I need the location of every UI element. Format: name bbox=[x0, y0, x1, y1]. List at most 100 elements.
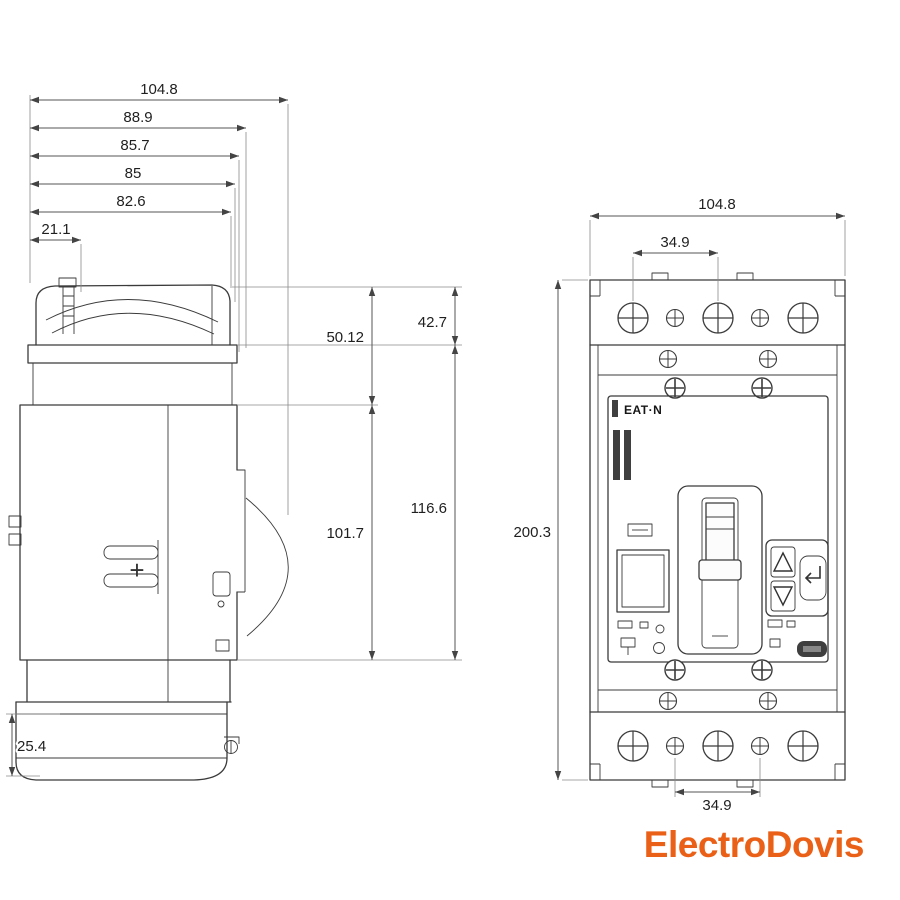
dim-side-handle-height: 42.7 bbox=[416, 287, 459, 345]
right-label-1 bbox=[767, 619, 783, 628]
terminal-screw-small bbox=[750, 308, 770, 328]
side-view: + 104.8 88.9 85.7 bbox=[6, 79, 462, 781]
dim-ext bbox=[674, 758, 761, 797]
side-reference-lines bbox=[232, 286, 462, 661]
base-screw-slot bbox=[224, 736, 240, 753]
band-lines bbox=[589, 344, 846, 713]
dim-side-base-height: 25.4 bbox=[6, 713, 60, 777]
indicator-dot-2 bbox=[653, 642, 665, 654]
dim-front-pole-pitch-top: 34.9 bbox=[632, 232, 719, 301]
indicator-dot-1 bbox=[655, 624, 665, 634]
dim-label: 34.9 bbox=[660, 234, 689, 251]
front-view: EAT·N bbox=[511, 194, 846, 816]
electrodovis-watermark: ElectroDovis bbox=[643, 824, 865, 865]
front-view-drawing: EAT·N bbox=[589, 272, 846, 788]
toggle-grip[interactable] bbox=[698, 559, 742, 581]
up-button[interactable] bbox=[770, 546, 796, 578]
dim-side-width-2: 88.9 bbox=[30, 107, 247, 348]
dim-label: 25.4 bbox=[17, 738, 46, 755]
front-outline bbox=[589, 279, 846, 781]
test-label-2 bbox=[639, 621, 649, 629]
side-latch-pin bbox=[217, 600, 225, 608]
enter-button[interactable] bbox=[799, 555, 827, 601]
micro-usb-slot bbox=[803, 646, 821, 652]
dim-label: 85.7 bbox=[120, 137, 149, 154]
dim-label: 34.9 bbox=[702, 797, 731, 814]
rating-window-inner bbox=[621, 554, 665, 608]
rating-window bbox=[616, 549, 670, 613]
cover-screw bbox=[751, 377, 773, 399]
dim-ext bbox=[29, 95, 289, 515]
brand-label: EAT·N bbox=[624, 403, 662, 417]
cover-screw bbox=[664, 377, 686, 399]
main-body-outline bbox=[19, 404, 238, 661]
right-label-3 bbox=[769, 638, 781, 648]
dim-label: 85 bbox=[125, 165, 142, 182]
terminal-screw-small bbox=[665, 308, 685, 328]
front-cover bbox=[607, 395, 829, 663]
terminal-screw-large bbox=[702, 730, 734, 762]
base-inner-lines bbox=[16, 713, 227, 759]
corner-steps bbox=[590, 280, 845, 780]
terminal-screw-large bbox=[617, 302, 649, 334]
down-arrow-icon bbox=[772, 586, 794, 607]
left-mount-tab-2 bbox=[8, 533, 22, 546]
dim-label: 88.9 bbox=[123, 109, 152, 126]
test-label-1 bbox=[617, 620, 633, 629]
dim-label: 104.8 bbox=[698, 196, 736, 213]
dim-label: 116.6 bbox=[411, 500, 447, 517]
accessory-channel bbox=[62, 287, 75, 334]
dim-side-width-4: 85 bbox=[30, 163, 236, 302]
eaton-logo-bar bbox=[612, 400, 618, 417]
terminal-plus-marker: + bbox=[129, 555, 144, 585]
fixing-screw bbox=[758, 691, 778, 711]
dim-ext bbox=[562, 279, 588, 781]
dim-side-body-height: 116.6 bbox=[409, 345, 459, 660]
upper-band-steps bbox=[32, 286, 233, 405]
top-tab-1 bbox=[651, 272, 669, 281]
lower-neck-outline bbox=[15, 659, 232, 703]
dim-label: 82.6 bbox=[116, 193, 145, 210]
terminal-screw-small bbox=[750, 736, 770, 756]
enter-icon bbox=[804, 566, 821, 584]
dim-label: 42.7 bbox=[418, 314, 447, 331]
adjust-keypad bbox=[765, 539, 829, 617]
dim-front-overall-height: 200.3 bbox=[511, 279, 588, 781]
base-screw bbox=[224, 740, 238, 754]
dim-side-lower-height: 101.7 bbox=[324, 405, 376, 660]
dim-label: 50.12 bbox=[326, 329, 364, 346]
dim-front-overall-width: 104.8 bbox=[589, 194, 846, 276]
test-button[interactable] bbox=[620, 637, 636, 648]
dim-front-pole-pitch-bottom: 34.9 bbox=[674, 758, 761, 816]
base-outline bbox=[15, 701, 228, 781]
cover-screw bbox=[751, 659, 773, 681]
handle-swing-arc bbox=[245, 497, 289, 637]
cover-screw bbox=[664, 659, 686, 681]
accessory-cap bbox=[58, 277, 77, 288]
terminal-screw-large bbox=[787, 730, 819, 762]
toggle-bezel bbox=[677, 485, 763, 655]
dim-side-width-6: 21.1 bbox=[30, 219, 82, 292]
handle-dome-outline bbox=[35, 284, 231, 346]
terminal-screw-small bbox=[665, 736, 685, 756]
bottom-tab-1 bbox=[651, 779, 669, 788]
dim-side-overall-width: 104.8 bbox=[29, 79, 289, 515]
terminal-screw-large bbox=[702, 302, 734, 334]
side-view-drawing: + bbox=[8, 277, 462, 781]
terminal-screw-large bbox=[787, 302, 819, 334]
down-button[interactable] bbox=[770, 580, 796, 612]
dim-ext bbox=[632, 257, 719, 301]
upper-band bbox=[27, 344, 238, 364]
side-detail-block bbox=[215, 639, 230, 652]
left-mount-tab-1 bbox=[8, 515, 22, 528]
up-arrow-icon bbox=[772, 551, 794, 572]
dim-label: 21.1 bbox=[41, 221, 70, 238]
dim-side-width-3: 85.7 bbox=[30, 135, 240, 352]
handle-grip-curves bbox=[45, 299, 219, 335]
inner-seams bbox=[597, 345, 838, 712]
bottom-tab-2 bbox=[736, 779, 754, 788]
dim-label: 101.7 bbox=[326, 525, 364, 542]
dim-side-width-5: 82.6 bbox=[30, 191, 232, 288]
label-strip-1 bbox=[613, 430, 620, 480]
